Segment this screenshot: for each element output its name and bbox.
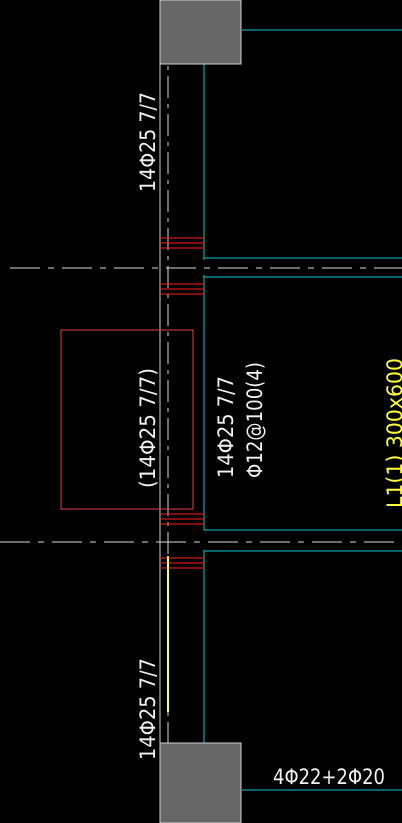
beam-outlines	[204, 29, 402, 791]
column-top[interactable]	[159, 0, 242, 65]
beam-rebar-label[interactable]: 14Φ25 7/7	[214, 376, 238, 478]
selection-highlight-box[interactable]	[60, 329, 194, 510]
upper-rebar-label[interactable]: 14Φ25 7/7	[136, 92, 160, 192]
bottom-rebar-label[interactable]: 4Φ22+2Φ20	[273, 765, 385, 789]
stirrup-marks	[160, 237, 204, 569]
horizontal-axis-lines	[0, 267, 402, 543]
middle-rebar-label-bracketed[interactable]: (14Φ25 7/7)	[136, 368, 160, 488]
column-bottom[interactable]	[159, 742, 242, 823]
beam-stirrup-label[interactable]: Φ12@100(4)	[243, 362, 267, 478]
lower-rebar-label[interactable]: 14Φ25 7/7	[136, 658, 160, 760]
beam-span-label[interactable]: L1(1) 300x600	[383, 358, 402, 508]
